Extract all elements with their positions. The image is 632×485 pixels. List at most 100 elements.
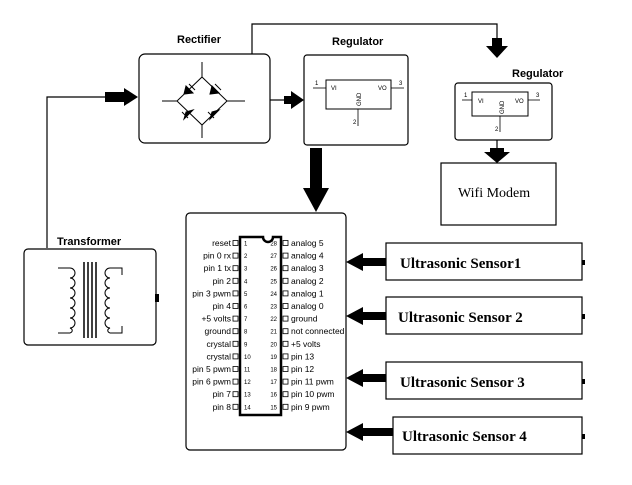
pin-label: analog 4	[291, 251, 324, 261]
pin-pad	[282, 366, 289, 372]
pin-number: 21	[270, 330, 277, 336]
pin-pad	[232, 353, 239, 360]
chip-pin-right: 15 pin 9 pwm	[270, 402, 329, 412]
reg2-vi: VI	[478, 99, 484, 105]
pin-number: 11	[244, 368, 251, 374]
pin-label: pin 11 pwm	[291, 377, 334, 387]
sensor1-label: Ultrasonic Sensor1	[400, 256, 521, 272]
transformer-coil-icon	[58, 262, 123, 338]
pin-pad	[282, 290, 289, 297]
chip-pin-left: pin 4 6	[213, 301, 248, 311]
pin-label: pin 5 pwm	[192, 364, 231, 374]
pin-label: crystal	[206, 351, 231, 361]
pin-number: 4	[244, 279, 248, 285]
diode-bridge-icon	[162, 62, 245, 138]
pin-pad	[232, 366, 239, 372]
pin-number: 15	[270, 405, 277, 411]
pin-pad	[232, 378, 239, 385]
arrow-into-wifi	[484, 148, 510, 163]
pin-pad	[282, 353, 289, 360]
pin-pad	[282, 303, 289, 309]
chip-pin-right: 16 pin 10 pwm	[270, 389, 334, 399]
pin-number: 7	[244, 317, 248, 323]
pin-number: 13	[244, 393, 251, 399]
pin-pad	[282, 252, 289, 259]
pin-pad	[282, 391, 289, 398]
wires	[46, 23, 498, 248]
pin-pad	[232, 277, 239, 284]
pin-label: analog 1	[291, 288, 324, 298]
regulator2-title: Regulator	[512, 68, 564, 80]
chip-pin-left: pin 7 13	[213, 389, 252, 399]
pin-number: 22	[270, 317, 277, 323]
pin-label: pin 10 pwm	[291, 389, 334, 399]
pin-label: pin 7	[213, 389, 232, 399]
reg2-pin3: 3	[536, 93, 540, 99]
transformer-title: Transformer	[57, 236, 122, 248]
rectifier-title: Rectifier	[177, 34, 222, 46]
sensor-blocks: Ultrasonic Sensor1 Ultrasonic Sensor 2 U…	[385, 242, 585, 455]
pin-number: 6	[244, 305, 248, 311]
ultrasonic-sensor-1: Ultrasonic Sensor1	[385, 242, 585, 281]
reg1-vi: VI	[331, 86, 337, 92]
sensor3-label: Ultrasonic Sensor 3	[400, 375, 525, 391]
pin-number: 24	[270, 292, 277, 298]
pin-label: pin 9 pwm	[291, 402, 330, 412]
reg2-pin1: 1	[464, 93, 468, 99]
arrow-sensor4	[346, 423, 393, 441]
pin-number: 2	[244, 254, 248, 260]
pin-number: 16	[270, 393, 277, 399]
pin-label: pin 4	[213, 301, 232, 311]
pin-pad	[282, 403, 289, 410]
rectifier-block: Rectifier	[138, 34, 271, 144]
pin-pad	[282, 240, 289, 246]
arrow-into-rectifier	[105, 88, 138, 106]
pin-pad	[282, 340, 289, 347]
pin-label: ground	[291, 314, 318, 324]
pin-number: 3	[244, 267, 248, 273]
pin-label: pin 12	[291, 364, 314, 374]
ultrasonic-sensor-3: Ultrasonic Sensor 3	[385, 361, 585, 400]
arrow-into-microcontroller	[303, 148, 329, 212]
arrow-sensor3	[346, 369, 386, 387]
pin-number: 19	[270, 355, 277, 361]
reg2-pin2: 2	[495, 127, 499, 133]
pin-number: 8	[244, 330, 248, 336]
chip-pin-right: 19 pin 13	[270, 351, 314, 361]
pin-label: analog 2	[291, 276, 324, 286]
chip-pin-right: 20+5 volts	[270, 339, 320, 349]
reg2-gnd: GND	[500, 100, 506, 114]
transformer-block: Transformer	[23, 236, 159, 346]
pin-label: crystal	[206, 339, 231, 349]
pin-label: analog 0	[291, 301, 324, 311]
pin-number: 23	[270, 305, 277, 311]
pin-label: reset	[212, 238, 232, 248]
pin-pad	[232, 328, 239, 335]
sensor2-label: Ultrasonic Sensor 2	[398, 310, 523, 326]
arrows	[105, 38, 510, 441]
pin-number: 26	[270, 267, 277, 273]
pin-label: analog 5	[291, 238, 324, 248]
pin-pad	[232, 265, 239, 272]
chip-pin-right: 23 analog 0	[270, 301, 324, 311]
pin-pad	[232, 303, 239, 309]
pin-pad	[232, 290, 239, 297]
pin-label: pin 6 pwm	[192, 377, 231, 387]
wire-rectifier-regulator2	[251, 23, 498, 54]
reg1-vo: VO	[378, 86, 387, 92]
pin-pad	[232, 252, 239, 259]
chip-pin-right: 22 ground	[270, 314, 317, 324]
pin-label: pin 13	[291, 351, 314, 361]
arrow-into-regulator2	[486, 38, 508, 58]
